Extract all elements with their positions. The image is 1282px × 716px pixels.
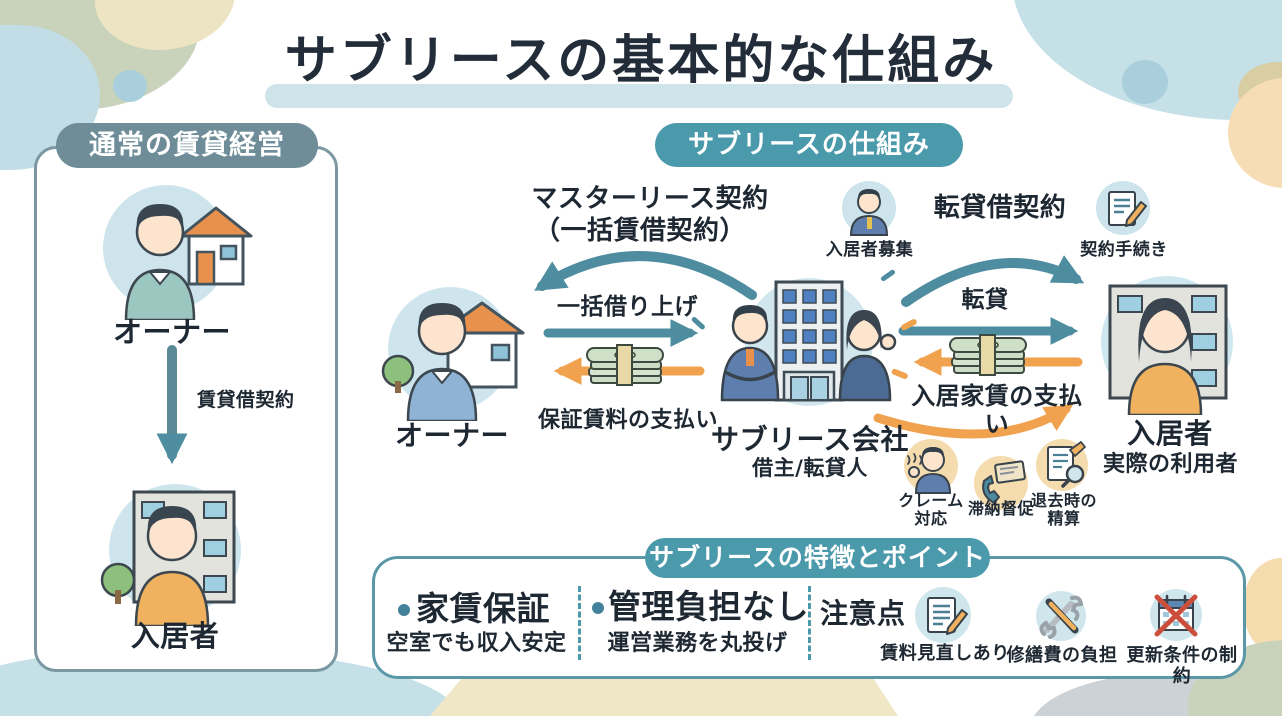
tenant-avatar — [100, 484, 241, 626]
rent-payment-label: 入居家賃の支払い — [911, 382, 1083, 438]
service-claim-label: クレーム対応 — [898, 491, 964, 529]
recruiting-person-icon — [842, 181, 896, 236]
owner-label: オーナー — [112, 315, 231, 349]
features-divider-1 — [578, 586, 581, 660]
accent-dash — [691, 317, 705, 330]
feature-bullet-1 — [398, 604, 410, 616]
feature-1-desc: 空室でも収入安定 — [386, 631, 567, 656]
contract-procedure-label: 契約手続き — [1080, 240, 1168, 260]
sublease-contract-arrow — [901, 255, 1085, 307]
sublease-contract-label: 転貸借契約 — [933, 193, 1067, 223]
features-divider-2 — [808, 586, 811, 660]
caution-1-label: 賃料見直しあり — [880, 643, 1010, 664]
money-stack-icon — [586, 344, 664, 386]
phone-handset-icon — [974, 456, 1028, 510]
feature-2-desc: 運営業務を丸投げ — [607, 631, 788, 656]
accent-dash — [891, 368, 908, 380]
service-settlement-label: 退去時の精算 — [1030, 491, 1097, 529]
feature-2-title: 管理負担なし — [608, 587, 809, 626]
document-magnifier-icon — [1036, 439, 1088, 491]
title-highlight-bar — [265, 84, 1013, 108]
master-lease-label-line2: （一括賃借契約） — [533, 216, 746, 246]
dot-top-right-blue — [1122, 60, 1168, 104]
cautions-title: 注意点 — [820, 597, 906, 630]
services-arrow — [873, 404, 1074, 439]
feature-bullet-2 — [592, 602, 604, 614]
owner-avatar — [103, 185, 253, 320]
complaint-person-icon — [904, 439, 958, 494]
calendar-cross-icon — [1150, 589, 1202, 641]
dot-top-left-blue — [113, 70, 147, 102]
document-pencil-icon — [915, 587, 971, 643]
guaranteed-rent-label: 保証賃料の支払い — [537, 408, 718, 433]
master-lease-arrow — [534, 251, 757, 300]
tenant-role-label: 実際の利用者 — [1102, 452, 1238, 477]
tenant-label: 入居者 — [130, 619, 220, 653]
lease-contract-label: 賃貸借契約 — [197, 389, 295, 411]
page-title: サブリースの基本的な仕組み — [284, 31, 998, 91]
caution-2-label: 修繕費の負担 — [1006, 645, 1118, 666]
service-arrears-label: 滞納督促 — [967, 499, 1034, 518]
company-label: サブリース会社 — [710, 423, 910, 456]
feature-1-title: 家賃保証 — [416, 589, 550, 628]
tenant2-label: 入居者 — [1127, 417, 1213, 450]
repair-tools-icon — [1036, 591, 1086, 641]
accent-dash — [901, 319, 917, 331]
sublease-scheme-header: サブリースの仕組み — [655, 123, 963, 167]
caution-3-label: 更新条件の制約 — [1126, 645, 1238, 687]
contract-document-icon — [1096, 181, 1150, 235]
bulk-lease-label: 一括借り上げ — [557, 294, 698, 320]
money-stack-icon — [949, 334, 1027, 376]
blob-bottom-cream — [430, 678, 898, 716]
company-role-label: 借主/転貸人 — [752, 456, 868, 480]
owner2-label: オーナー — [394, 419, 509, 452]
owner2-avatar — [381, 287, 525, 421]
sublease-company-avatar — [720, 278, 897, 406]
tenant2-avatar — [1101, 276, 1233, 415]
accent-dash — [880, 269, 895, 282]
master-lease-label-line1: マスターリース契約 — [531, 184, 769, 214]
recruiting-label: 入居者募集 — [825, 240, 914, 260]
sublet-label: 転貸 — [961, 287, 1009, 313]
features-header: サブリースの特徴とポイント — [645, 538, 990, 578]
normal-rental-header: 通常の賃貸経営 — [56, 123, 318, 168]
